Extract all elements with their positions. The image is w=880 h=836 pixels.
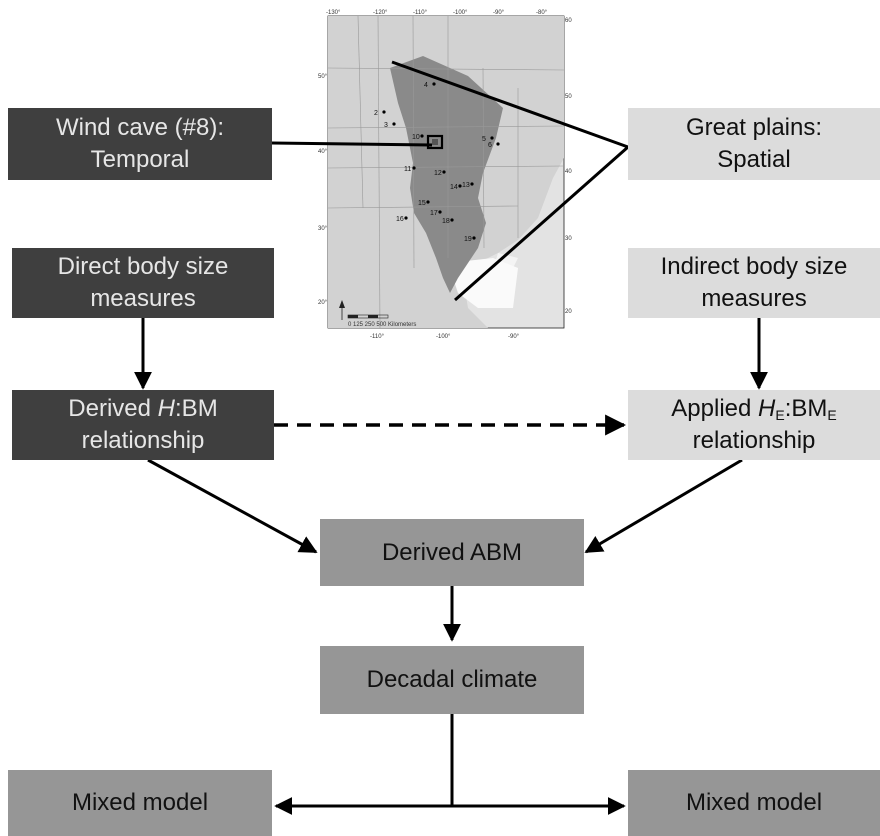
site-label: 13 [462,182,470,189]
site-markers: 23 4 56 10 11 12 13 14 15 16 17 18 19 [374,82,500,243]
applied-relationship-box: Applied HE:BME relationship [628,390,880,460]
decadal-climate-label: Decadal climate [366,666,538,693]
scale-bar: 0 125 250 500 Kilometers [347,314,416,328]
great-plains-line2: Spatial [717,146,791,173]
derived-abm-label: Derived ABM [381,538,523,566]
site-label: 4 [424,82,428,89]
site-point [496,142,500,146]
right-tick-labels: 60° 50° 40° 30° 20° [565,18,572,315]
site-point [470,182,474,186]
decadal-climate-box: Decadal climate [320,646,584,714]
left-tick-labels: 50° 40° 30° 20° [318,74,328,306]
direct-measures-line1: Direct body size [57,253,229,280]
site-point [432,82,436,86]
right-tick-label: 60° [565,18,572,24]
great-plains-spatial-box: Great plains: Spatial [628,108,880,180]
left-tick-label: 30° [318,226,328,232]
site-label: 14 [450,184,458,191]
site-label: 11 [404,166,411,173]
bottom-tick-label: -90° [508,334,520,340]
indirect-measures-line1: Indirect body size [660,253,848,280]
site-point [392,122,396,126]
site-label: 18 [442,218,450,225]
bottom-tick-labels: -110° -100° -90° [370,334,520,340]
wind-cave-marker [426,134,444,150]
right-tick-label: 40° [565,169,572,175]
direct-measures-line2: measures [90,285,196,312]
indirect-measures-line2: measures [701,285,807,312]
site-label: 15 [418,200,426,207]
site-label: 2 [374,110,378,117]
great-plains-map: -130°-120°-110°-100°-90°-80° -110°-100°-… [318,8,572,340]
left-tick-label: 50° [318,74,328,80]
scale-label: 0 125 250 500 Kilometers [348,322,416,328]
bottom-tick-label: -110° [370,334,385,340]
site-point [420,134,424,138]
great-plains-pointer-bottom [454,145,629,302]
arrow-applied-to-abm [584,458,743,554]
site-point [404,216,408,220]
mixed-model-right-label: Mixed model [685,789,823,816]
derived-relationship-box: Derived H:BM relationship [12,390,274,460]
mixed-model-left-box: Mixed model [8,770,272,836]
derived-relationship-line2: relationship [81,427,205,454]
right-tick-label: 30° [565,236,572,242]
top-tick-label: -90° [493,10,505,16]
top-tick-label: -80° [536,10,548,16]
great-plains-line1: Great plains: [685,114,823,141]
wind-cave-temporal-box: Wind cave (#8): Temporal [8,108,272,180]
site-point [412,166,416,170]
top-tick-label: -120° [373,10,388,16]
mixed-model-right-box: Mixed model [628,770,880,836]
north-arrow [339,300,345,320]
site-label: 12 [434,170,442,177]
arrow-derived-to-abm [147,458,318,554]
site-point [490,136,494,140]
applied-relationship-line2: relationship [692,427,816,454]
derived-abm-box: Derived ABM [320,519,584,586]
site-point [458,184,462,188]
top-tick-label: -130° [326,10,341,16]
site-label: 3 [384,122,388,129]
site-point [450,218,454,222]
mixed-model-left-label: Mixed model [71,789,209,816]
site-point [472,236,476,240]
great-plains-pointer-top [391,60,629,149]
site-label: 16 [396,216,404,223]
indirect-body-size-box: Indirect body size measures [628,248,880,318]
right-tick-label: 20° [565,309,572,315]
top-tick-label: -110° [413,10,428,16]
right-tick-label: 50° [565,94,572,100]
left-tick-label: 40° [318,149,328,155]
top-tick-labels: -130° -120° -110° -100° -90° -80° [326,10,548,16]
site-label: 19 [464,236,472,243]
bottom-tick-label: -100° [436,334,451,340]
top-tick-label: -100° [453,10,468,16]
site-label: 10 [412,134,420,141]
site-point [382,110,386,114]
left-tick-label: 20° [318,300,328,306]
gulf-water [448,258,518,308]
site-point [438,210,442,214]
great-plains-region [390,56,503,293]
site-point [426,200,430,204]
direct-body-size-box: Direct body size measures [12,248,274,318]
wind-cave-pointer-line [271,141,433,147]
wind-cave-line2: Temporal [90,146,190,173]
applied-relationship-line1: Applied HE:BME [671,395,837,423]
site-point [442,170,446,174]
site-label: 17 [430,210,438,217]
derived-relationship-line1: Derived H:BM [68,395,218,422]
wind-cave-line1: Wind cave (#8): [55,114,225,141]
site-label: 6 [488,142,492,149]
boundary-lines [327,15,565,329]
site-label: 5 [482,136,486,143]
